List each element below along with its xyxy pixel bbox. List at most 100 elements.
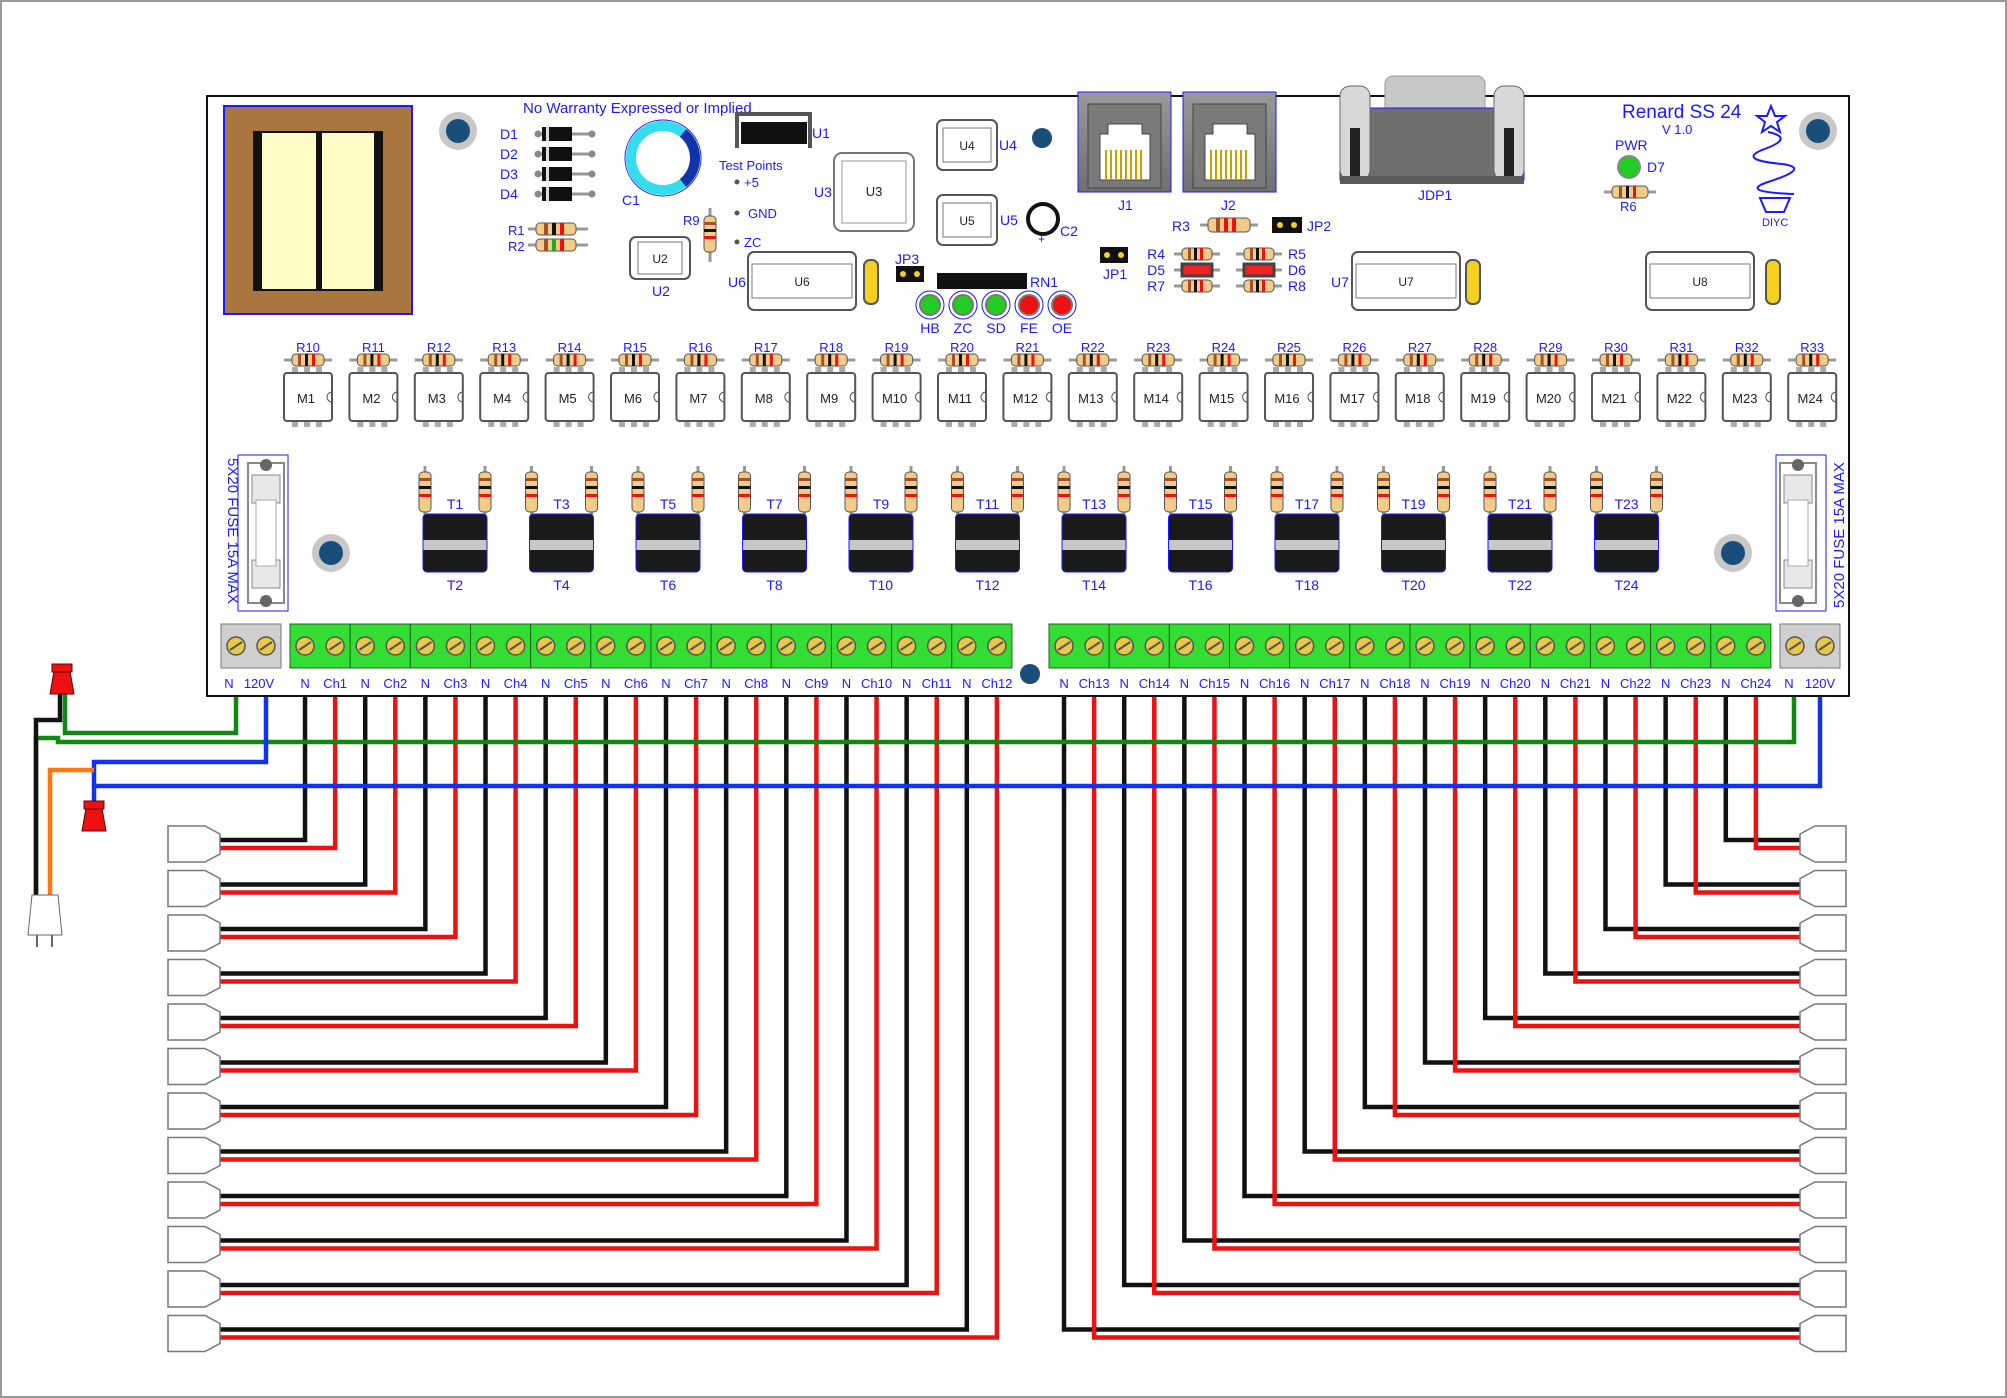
triac-resistor-b-11	[1543, 466, 1557, 518]
part-d5: D5	[1147, 262, 1220, 278]
resistor-r23	[1134, 353, 1183, 367]
triac-resistor-a-7	[1057, 466, 1071, 518]
wire-n-ch1	[220, 668, 308, 843]
test-points: Test Points +5 GND ZC	[719, 158, 783, 250]
plug-left-ch3	[167, 914, 221, 952]
plug-left-ch7	[167, 1092, 221, 1130]
label-r9: R9	[683, 213, 700, 228]
board-version: V 1.0	[1662, 122, 1692, 137]
opto-text-m6: M6	[624, 391, 642, 406]
led-zc: ZC	[948, 290, 978, 336]
led-label-oe: OE	[1052, 320, 1072, 336]
board-title: Renard SS 24	[1622, 102, 1742, 123]
opto-text-m3: M3	[428, 391, 446, 406]
opto-text-m21: M21	[1601, 391, 1626, 406]
triac-resistor-b-1	[478, 466, 492, 518]
terminal-n-ch22: N	[1601, 676, 1610, 691]
opto-text-m4: M4	[493, 391, 511, 406]
logo-text: DIYC	[1762, 217, 1788, 229]
wire-h-ch11	[220, 668, 939, 1296]
ic-u4: U4 U4	[936, 119, 1017, 171]
plug-right-ch15	[1799, 1225, 1847, 1264]
label-t22: T22	[1508, 577, 1532, 593]
label-u5: U5	[1000, 212, 1018, 228]
led-label-zc: ZC	[954, 320, 973, 336]
led-hb: HB	[915, 290, 945, 336]
opto-text-m11: M11	[948, 391, 972, 406]
terminal-n-ch20: N	[1480, 676, 1489, 691]
resistor-r3: R3	[1172, 217, 1258, 234]
label-t5: T5	[660, 496, 677, 512]
label-rn1: RN1	[1030, 274, 1058, 290]
label-r7: R7	[1147, 278, 1165, 294]
triac-resistor-b-6	[1011, 466, 1024, 518]
connector-j2: J2	[1182, 91, 1277, 213]
label-u2: U2	[652, 283, 670, 299]
label-r16: R16	[688, 340, 712, 355]
label-t7: T7	[766, 496, 783, 512]
ic-u8: U8	[1645, 251, 1781, 311]
triac-resistor-b-5	[904, 466, 918, 518]
power-left-n: N	[224, 676, 233, 691]
terminal-label-ch7: Ch7	[684, 676, 708, 691]
label-t19: T19	[1401, 496, 1425, 512]
terminal-label-ch23: Ch23	[1680, 676, 1711, 691]
label-t2: T2	[447, 577, 464, 593]
wire-blue-left	[91, 668, 269, 786]
label-r22: R22	[1081, 340, 1105, 355]
ic-u3: U3 U3	[814, 152, 915, 232]
terminal-n-ch15: N	[1180, 676, 1189, 691]
opto-text-m8: M8	[755, 391, 773, 406]
resistor-r32	[1722, 353, 1771, 367]
opto-text-m16: M16	[1274, 391, 1299, 406]
terminal-n-ch17: N	[1300, 676, 1309, 691]
resistor-r22	[1068, 353, 1117, 367]
label-t24: T24	[1614, 577, 1638, 593]
label-r20: R20	[950, 340, 974, 355]
resistor-r16	[676, 353, 725, 367]
part-r8: R8	[1236, 278, 1306, 294]
resistor-r20	[938, 353, 986, 367]
terminal-n-ch2: N	[361, 676, 370, 691]
label-r17: R17	[754, 340, 778, 355]
label-c1: C1	[622, 192, 640, 208]
label-r24: R24	[1212, 340, 1236, 355]
led-label-hb: HB	[920, 320, 939, 336]
resistor-r2: R2	[508, 238, 588, 254]
wire-h-ch8	[220, 668, 759, 1162]
c2-plus: +	[1038, 232, 1045, 246]
label-d1: D1	[500, 126, 518, 142]
power-cord	[27, 663, 107, 947]
label-t15: T15	[1188, 496, 1212, 512]
chip-text-u4: U4	[959, 139, 975, 153]
label-c2: C2	[1060, 223, 1078, 239]
fuse-right-label: 5X20 FUSE 15A MAX	[1831, 462, 1848, 608]
plug-left-ch2	[167, 869, 221, 908]
triac-resistor-a-9	[1270, 466, 1284, 518]
label-jp1: JP1	[1103, 266, 1127, 282]
wire-orange	[47, 767, 94, 895]
terminal-n-ch8: N	[721, 676, 730, 691]
led-sd: SD	[981, 290, 1011, 336]
wire-h-ch4	[220, 668, 518, 984]
label-r10: R10	[296, 340, 320, 355]
part-d6: D6	[1236, 262, 1306, 278]
terminal-n-ch9: N	[782, 676, 791, 691]
label-t10: T10	[869, 577, 893, 593]
